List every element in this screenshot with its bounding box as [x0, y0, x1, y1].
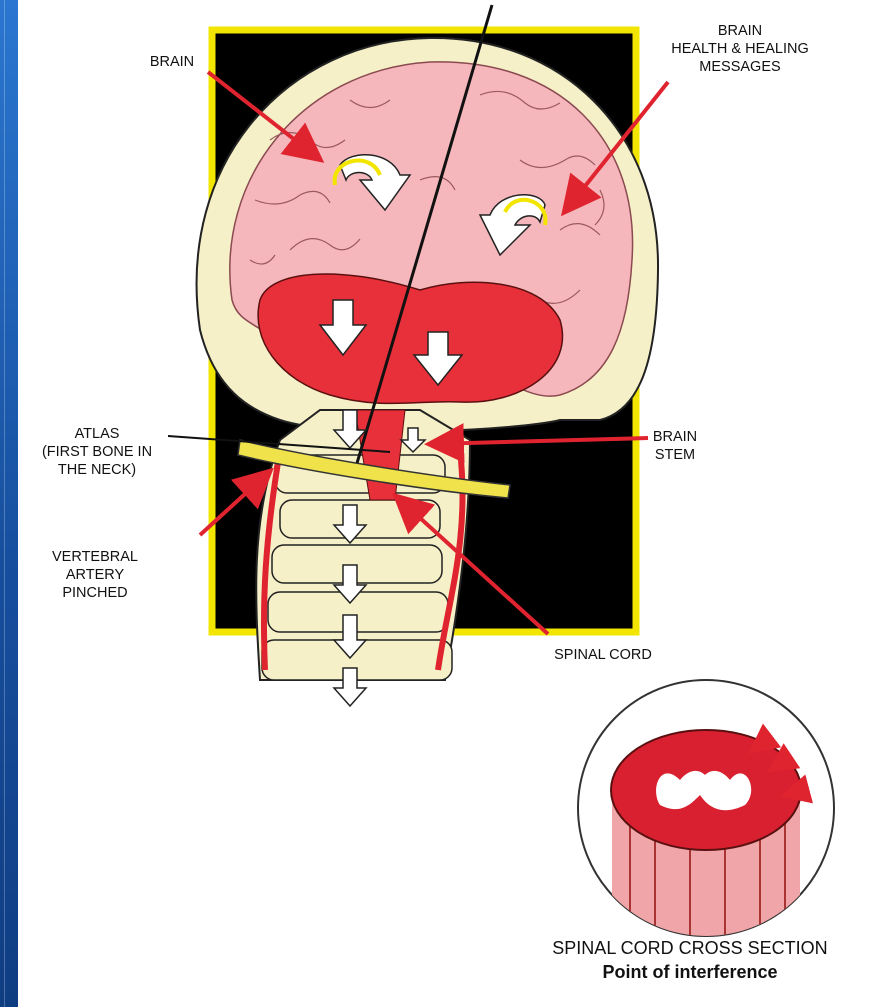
- cross-section-subtitle: Point of interference: [500, 962, 878, 983]
- label-spinal-cord: SPINAL CORD: [538, 646, 668, 664]
- label-vertebral-artery: VERTEBRAL ARTERY PINCHED: [40, 548, 150, 602]
- label-brain: BRAIN: [137, 53, 207, 71]
- cross-section-caption: SPINAL CORD CROSS SECTION: [500, 938, 878, 959]
- label-brain-health: BRAIN HEALTH & HEALING MESSAGES: [640, 22, 840, 76]
- cross-section-illustration: [611, 730, 801, 940]
- label-brain-stem: BRAIN STEM: [640, 428, 710, 464]
- label-atlas: ATLAS (FIRST BONE IN THE NECK): [22, 425, 172, 479]
- cerebellum: [258, 274, 562, 403]
